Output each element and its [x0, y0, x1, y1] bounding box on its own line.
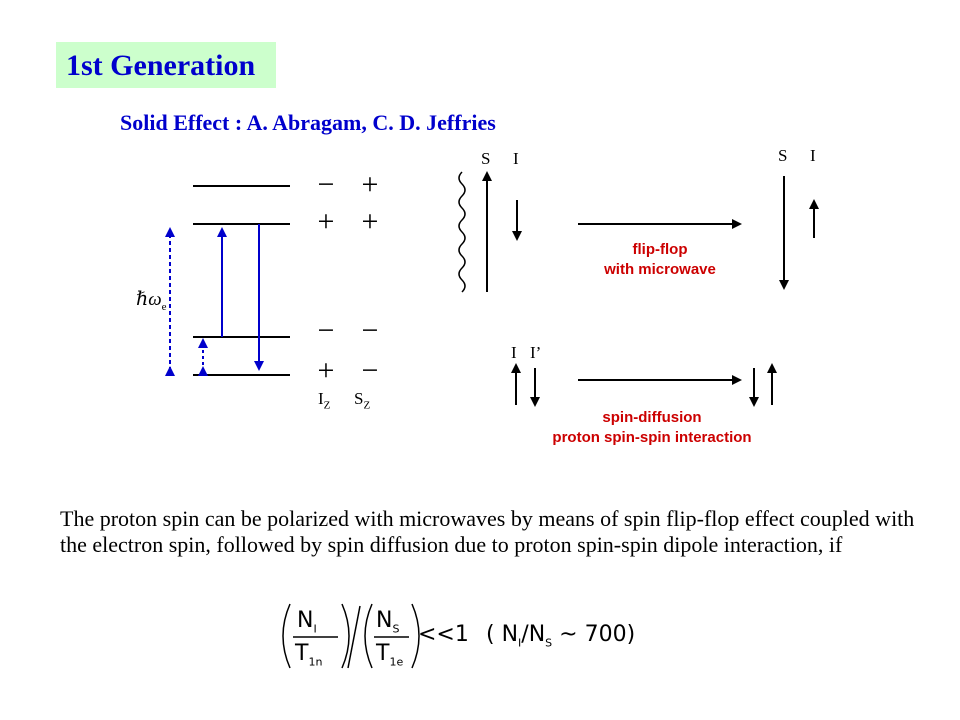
level-4-iz-sign: +: [317, 354, 335, 387]
spin-diffusion-i-prime: I’: [530, 343, 542, 362]
subtitle: Solid Effect : A. Abragam, C. D. Jeffrie…: [120, 110, 496, 135]
flip-flop-label-line1: flip-flop: [632, 241, 688, 258]
level-1-iz-sign: −: [317, 168, 335, 201]
sz-label: SZ: [354, 389, 371, 412]
right-bracket-1: [341, 603, 350, 669]
microwave-wave: [458, 171, 466, 293]
flip-flop-label-line2: with microwave: [604, 261, 716, 278]
division-slash: [347, 605, 361, 669]
left-bracket-2: [364, 603, 373, 669]
eq-t1e: T1e: [376, 641, 404, 669]
left-bracket-1: [282, 603, 291, 669]
level-3-iz-sign: −: [317, 314, 335, 347]
level-2-sz-sign: +: [361, 205, 379, 238]
eq-t1n: T1n: [295, 641, 323, 669]
level-3-sz-sign: −: [361, 314, 379, 347]
spin-diffusion-label: spin-diffusion proton spin-spin interact…: [500, 408, 804, 448]
spin-diffusion-label-line2: proton spin-spin interaction: [552, 429, 752, 446]
right-bracket-2: [411, 603, 420, 669]
title-background: [56, 42, 276, 88]
level-2-iz-sign: +: [317, 205, 335, 238]
eq-relation: <<1: [418, 622, 469, 647]
spin-diffusion-i: I: [511, 343, 517, 362]
flip-flop-right-s: S: [778, 146, 788, 165]
flip-flop-left-i: I: [513, 149, 519, 168]
explanation-paragraph: The proton spin can be polarized with mi…: [60, 506, 915, 557]
flip-flop-right-i: I: [810, 146, 816, 165]
spin-diffusion-label-line1: spin-diffusion: [602, 409, 702, 426]
level-1-sz-sign: +: [361, 168, 379, 201]
iz-label: IZ: [318, 389, 331, 412]
eq-ratio: ( NI/NS ~ 700): [486, 622, 636, 650]
eq-ni: NI: [297, 608, 317, 636]
level-4-sz-sign: −: [361, 354, 379, 387]
page-title: 1st Generation: [66, 49, 256, 82]
flip-flop-label: flip-flop with microwave: [560, 240, 760, 280]
flip-flop-left-s: S: [481, 149, 491, 168]
hbar-omega-label: ℏωe: [136, 289, 167, 313]
eq-ns: NS: [376, 608, 400, 636]
